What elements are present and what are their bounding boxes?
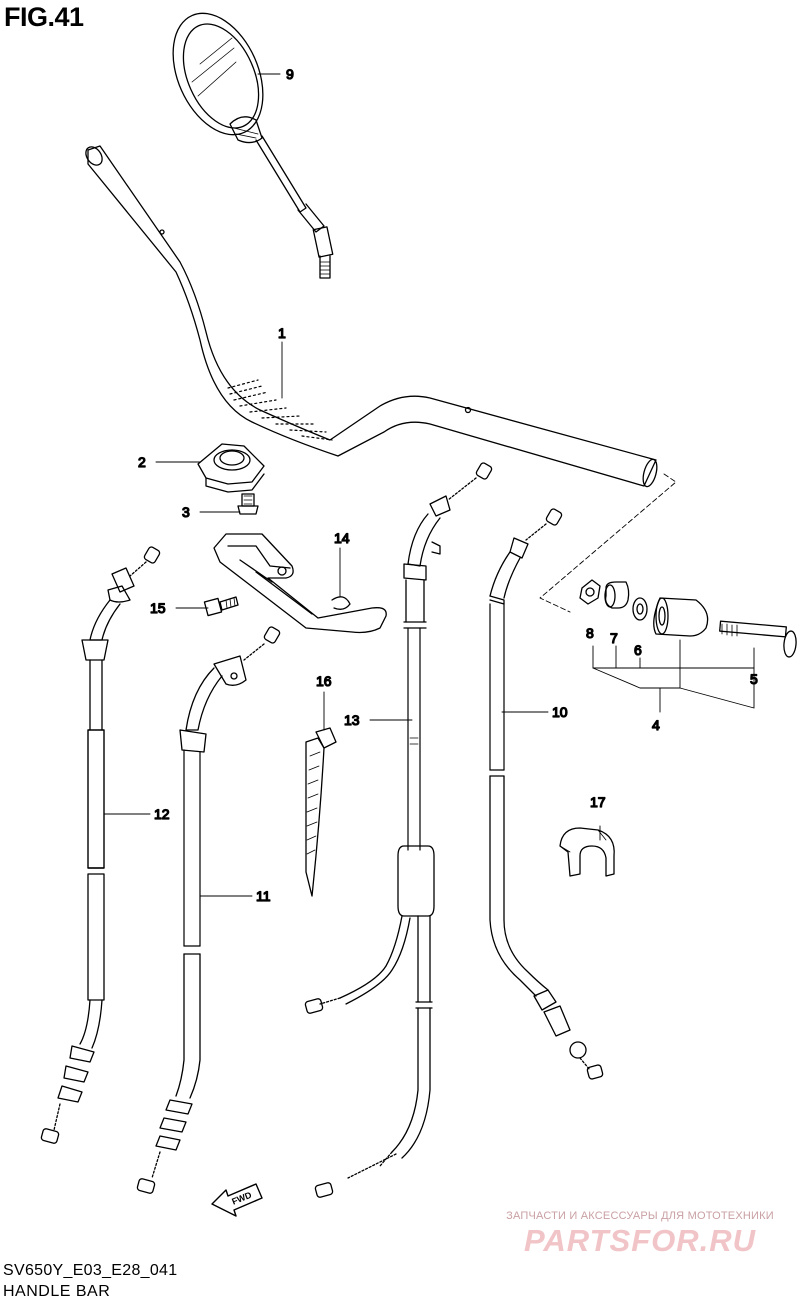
cable-tie: [305, 727, 337, 897]
model-code: SV650Y_E03_E28_041: [3, 1262, 178, 1279]
callout-5: 5: [750, 671, 758, 687]
callout-2: 2: [138, 454, 146, 470]
handlebar-holder: [197, 443, 265, 493]
watermark-logo: PARTSFOR.RU: [523, 1223, 757, 1258]
callout-leaders: [103, 73, 601, 897]
callout-6: 6: [634, 642, 642, 658]
figure-title: FIG.41: [4, 2, 84, 32]
cable-clamp: [559, 827, 615, 877]
clutch-cable: [40, 546, 161, 1144]
callout-3: 3: [182, 504, 190, 520]
callout-13: 13: [344, 712, 360, 728]
callout-14: 14: [334, 530, 350, 546]
handlebar: [85, 145, 658, 488]
handlebar-balancer-assembly: [579, 579, 797, 713]
guide-bolt: [203, 596, 239, 617]
callout-4: 4: [652, 717, 660, 733]
callout-1: 1: [278, 325, 286, 341]
diagram-name: HANDLE BAR: [3, 1283, 111, 1300]
callout-10: 10: [552, 704, 568, 720]
callout-8: 8: [586, 625, 594, 641]
callout-16: 16: [316, 673, 332, 689]
fwd-arrow-icon: FWD: [211, 1183, 263, 1217]
holder-bolt: [237, 493, 259, 515]
callout-17: 17: [590, 794, 606, 810]
mirror: [172, 12, 334, 279]
callout-9: 9: [286, 66, 294, 82]
callout-15: 15: [150, 600, 166, 616]
throttle-cable-return: [136, 626, 281, 1194]
watermark-tagline: ЗАПЧАСТИ И АКСЕССУАРЫ ДЛЯ МОТОТЕХНИКИ: [506, 1210, 774, 1222]
callout-7: 7: [610, 630, 618, 646]
cable-guide-bracket: [213, 533, 387, 634]
callout-11: 11: [256, 888, 271, 904]
throttle-cable-pull: [304, 462, 493, 1198]
watermark: ЗАПЧАСТИ И АКСЕССУАРЫ ДЛЯ МОТОТЕХНИКИ PA…: [490, 1210, 790, 1259]
cable-10: [489, 508, 604, 1080]
callout-12: 12: [154, 806, 170, 822]
